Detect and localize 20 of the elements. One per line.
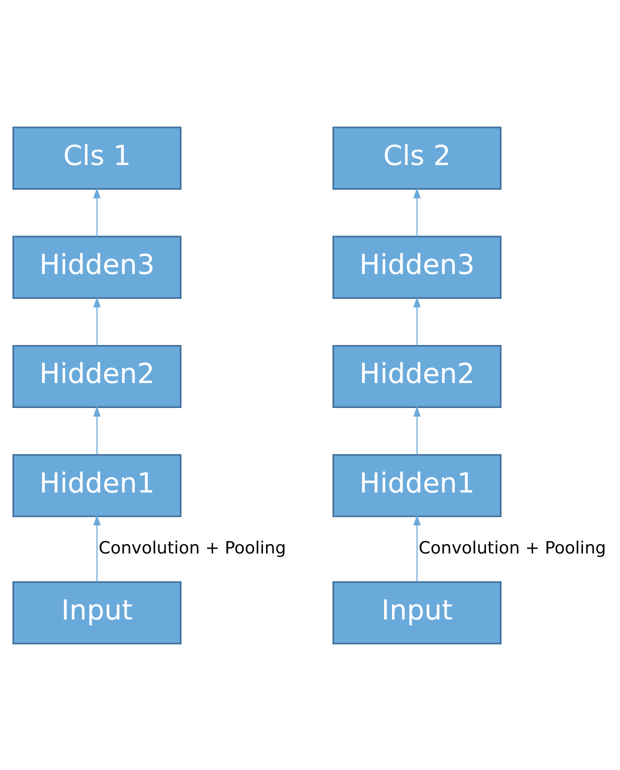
arrow bbox=[92, 296, 100, 346]
arrow bbox=[92, 187, 100, 236]
node-box: Input bbox=[332, 580, 502, 644]
edge-label: Convolution + Pooling bbox=[98, 536, 286, 557]
node-box: Hidden3 bbox=[12, 235, 181, 298]
arrow bbox=[412, 296, 420, 346]
node-box: Input bbox=[12, 580, 181, 644]
node-box: Hidden1 bbox=[332, 454, 502, 517]
arrow bbox=[92, 514, 100, 582]
node-box: Cls 1 bbox=[12, 126, 181, 190]
arrow bbox=[92, 405, 100, 454]
arrow bbox=[412, 514, 420, 582]
arrow bbox=[412, 187, 420, 236]
node-box: Hidden3 bbox=[332, 235, 502, 298]
node-box: Hidden2 bbox=[12, 344, 181, 408]
arrow bbox=[412, 405, 420, 454]
edge-label: Convolution + Pooling bbox=[418, 536, 606, 557]
node-box: Hidden2 bbox=[332, 344, 502, 408]
node-box: Cls 2 bbox=[332, 126, 502, 190]
node-box: Hidden1 bbox=[12, 454, 181, 517]
